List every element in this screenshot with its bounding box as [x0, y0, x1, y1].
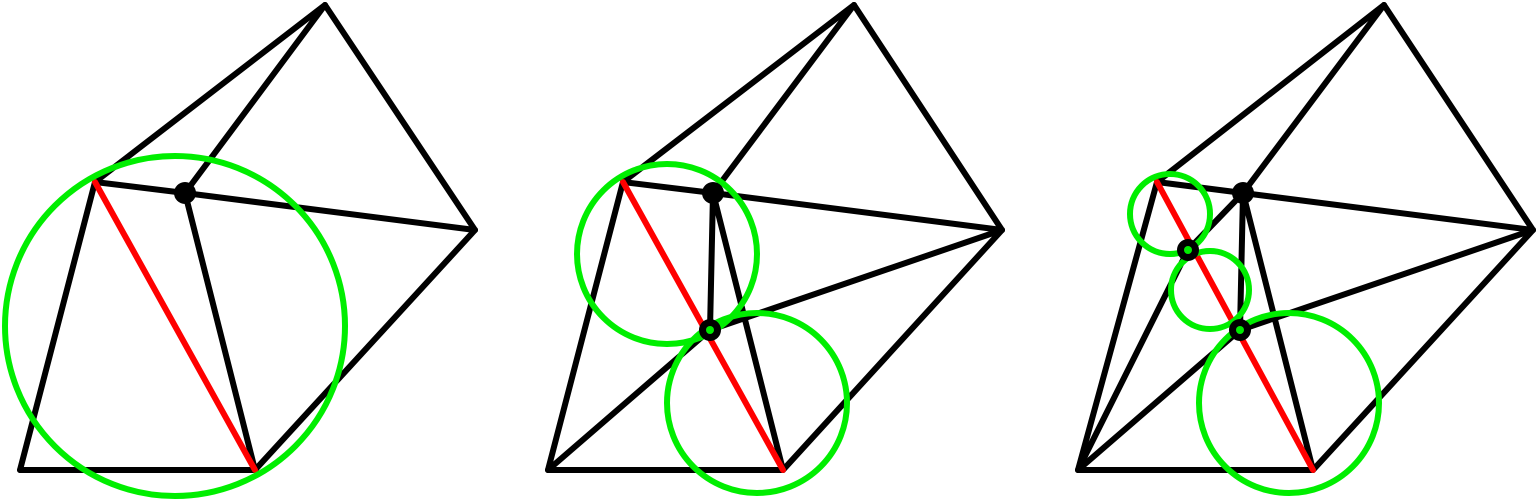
panel-3-vertex-1	[1232, 182, 1254, 204]
panel-3-edge-4	[1381, 2, 1536, 233]
panel-3-split-point-2-center	[1236, 326, 1244, 334]
panel-3-diametral-circle-2	[1168, 248, 1252, 332]
panel-2-edge-8	[710, 190, 1005, 233]
panel-2-edge-3	[620, 2, 857, 185]
panel-2-diametral-circle-1	[574, 161, 760, 347]
panel-2-edge-4	[851, 2, 1005, 233]
panel-2-vertex-1	[702, 182, 724, 204]
panel-1-edge-5	[252, 227, 478, 473]
diametral-circles	[2, 153, 1382, 499]
panel-1-edge-7	[92, 179, 188, 196]
panel-1-constrained-segment	[92, 179, 258, 473]
panel-3-edge-5	[1310, 227, 1536, 473]
panel-1-edge-8	[182, 190, 478, 233]
panel-3-diametral-circle-3	[1196, 310, 1382, 496]
panel-3-edge-8	[1240, 190, 1536, 233]
panel-2-edge-9	[707, 190, 716, 333]
panel-1-edge-9	[182, 190, 258, 473]
panel-2-edge-5	[780, 227, 1005, 473]
panel-3-split-point-1-center	[1184, 246, 1192, 254]
panel-2-edge-7	[620, 179, 716, 196]
panel-3-edge-10	[1240, 190, 1316, 473]
panel-3-edge-9	[1237, 190, 1246, 333]
panel-1-vertex-1	[174, 182, 196, 204]
panel-2-diametral-circle-2	[664, 310, 850, 496]
panel-1-edge-2	[17, 179, 98, 473]
panel-2-edge-10	[710, 190, 786, 473]
panel-2-edge-2	[545, 179, 626, 473]
panel-1-diametral-circle-1	[2, 153, 348, 499]
panel-3-edge-2	[1075, 179, 1160, 473]
vertices	[174, 182, 1254, 341]
panel-3-diametral-circle-1	[1127, 171, 1213, 257]
panel-2-edge-6	[710, 2, 857, 196]
triangulation-edges	[17, 2, 1536, 473]
panel-1-edge-4	[322, 2, 478, 233]
panel-3-edge-3	[1154, 2, 1387, 185]
panel-2-split-point-1-center	[706, 326, 714, 334]
panel-1-edge-3	[92, 2, 328, 185]
panel-3-edge-6	[1240, 2, 1387, 196]
